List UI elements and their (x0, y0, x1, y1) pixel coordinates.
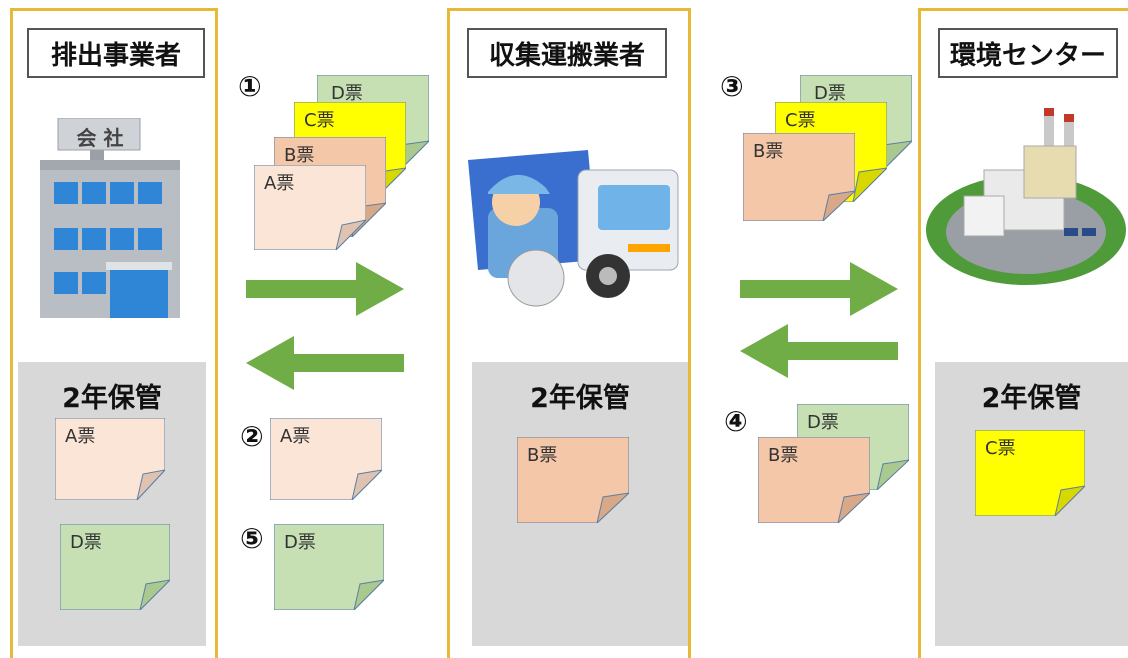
arrow-right-1 (246, 262, 404, 316)
note-d-step5: D票 (274, 524, 384, 610)
note-c-step3-label: C票 (785, 110, 816, 131)
center-title: 環境センター (938, 28, 1118, 78)
step-3-number: ③ (720, 70, 744, 103)
incineration-center-icon (924, 100, 1128, 290)
note-d-step1-label: D票 (331, 83, 363, 104)
note-c-center-storage: C票 (975, 430, 1085, 516)
garbage-truck-icon (458, 140, 688, 310)
emitter-storage-title: 2年保管 (62, 383, 162, 414)
note-b-step3-label: B票 (753, 141, 784, 162)
note-b-step4: B票 (758, 437, 870, 523)
note-a-emitter-storage-label: A票 (65, 426, 96, 447)
note-a-step1-label: A票 (264, 173, 295, 194)
note-a-step2: A票 (270, 418, 382, 500)
collector-storage-title: 2年保管 (530, 383, 630, 414)
note-c-center-storage-label: C票 (985, 438, 1016, 459)
arrow-left-4 (740, 324, 898, 378)
collector-title: 収集運搬業者 (467, 28, 667, 78)
building-sign: 会 社 (76, 126, 124, 150)
note-a-emitter-storage: A票 (55, 418, 165, 500)
note-d-step3-label: D票 (814, 83, 846, 104)
center-storage-title: 2年保管 (981, 383, 1082, 414)
company-building-icon: 会 社 (40, 117, 180, 318)
arrow-left-2 (246, 336, 404, 390)
step-5-number: ⑤ (240, 522, 264, 555)
note-b-step3: B票 (743, 133, 855, 221)
step-2-number: ② (240, 420, 264, 453)
note-b-collector-storage: B票 (517, 437, 629, 523)
note-d-step5-label: D票 (284, 532, 316, 553)
note-d-step4-label: D票 (807, 412, 839, 433)
note-b-step1-label: B票 (284, 145, 315, 166)
emitter-title: 排出事業者 (27, 28, 205, 78)
note-c-step1-label: C票 (304, 110, 335, 131)
arrow-right-3 (740, 262, 898, 316)
note-d-emitter-storage: D票 (60, 524, 170, 610)
step-1-number: ① (238, 70, 262, 103)
note-a-step1: A票 (254, 165, 366, 250)
step-4-number: ④ (724, 405, 748, 438)
note-a-step2-label: A票 (280, 426, 311, 447)
note-b-collector-storage-label: B票 (527, 445, 558, 466)
note-d-emitter-storage-label: D票 (70, 532, 102, 553)
note-b-step4-label: B票 (768, 445, 799, 466)
